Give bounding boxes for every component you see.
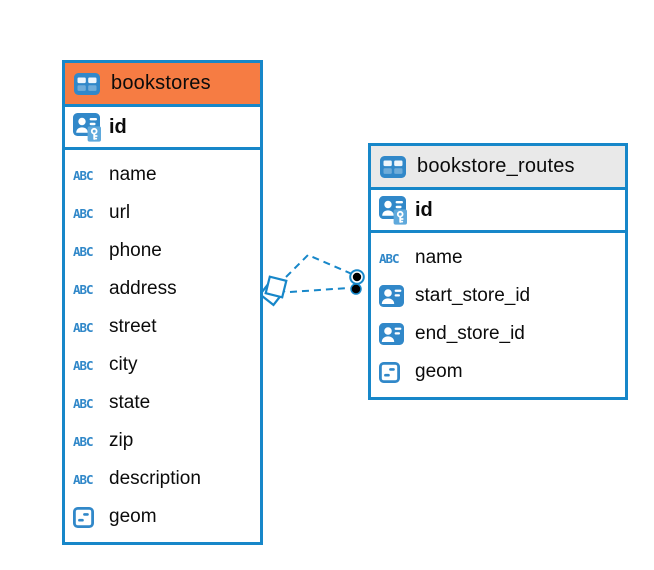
column-name: start_store_id <box>415 285 531 306</box>
text-type-icon: ABC <box>73 395 94 411</box>
column-name: street <box>109 316 157 337</box>
primary-key-icon <box>379 195 407 225</box>
table-title: bookstore_routes <box>417 155 575 177</box>
table-icon <box>380 155 408 178</box>
column-name: end_store_id <box>415 323 525 344</box>
table-bookstore-routes[interactable]: bookstore_routes id ABC na <box>368 143 628 400</box>
column-row-start_store_id[interactable]: start_store_id <box>379 277 617 315</box>
column-name: zip <box>109 430 134 451</box>
primary-key-row[interactable]: id <box>65 107 260 150</box>
column-name: city <box>109 354 138 375</box>
primary-key-row[interactable]: id <box>371 190 625 233</box>
relation-source-symbol <box>258 275 288 307</box>
text-type-icon: ABC <box>73 205 94 221</box>
text-type-icon: ABC <box>73 243 94 259</box>
column-name: url <box>109 202 131 223</box>
text-type-icon: ABC <box>73 167 94 183</box>
primary-key-icon <box>73 112 101 142</box>
column-list: ABC name start_store_id end_store_id geo… <box>371 233 625 391</box>
column-name: address <box>109 278 177 299</box>
relation-target-symbol <box>349 269 365 295</box>
column-row-description[interactable]: ABC description <box>73 460 252 498</box>
text-type-icon: ABC <box>73 319 94 335</box>
column-row-geom[interactable]: geom <box>378 353 617 391</box>
relation-line-lower <box>289 287 349 293</box>
geometry-type-icon <box>378 361 407 383</box>
table-bookstore-routes-header[interactable]: bookstore_routes <box>371 146 625 190</box>
column-row-zip[interactable]: ABC zip <box>73 422 252 460</box>
column-list: ABC name ABC url ABC phone ABC address A… <box>65 150 260 536</box>
column-row-name[interactable]: ABC name <box>73 156 252 194</box>
table-bookstores[interactable]: bookstores id ABC name A <box>62 60 263 545</box>
column-name: geom <box>415 361 463 382</box>
column-name: geom <box>109 506 157 527</box>
column-name: state <box>109 392 151 413</box>
column-name: description <box>109 468 201 489</box>
relation-line-upper <box>285 253 353 278</box>
column-row-address[interactable]: ABC address <box>73 270 252 308</box>
reference-column-icon <box>379 323 407 345</box>
column-row-phone[interactable]: ABC phone <box>73 232 252 270</box>
reference-column-icon <box>379 285 407 307</box>
text-type-icon: ABC <box>73 471 94 487</box>
text-type-icon: ABC <box>379 250 400 266</box>
primary-key-name: id <box>415 198 433 221</box>
primary-key-name: id <box>109 115 127 138</box>
column-row-street[interactable]: ABC street <box>73 308 252 346</box>
column-name: name <box>109 164 157 185</box>
table-bookstores-header[interactable]: bookstores <box>65 63 260 107</box>
column-row-name[interactable]: ABC name <box>379 239 617 277</box>
geometry-type-icon <box>72 506 101 528</box>
column-name: name <box>415 247 463 268</box>
column-row-end_store_id[interactable]: end_store_id <box>379 315 617 353</box>
column-row-state[interactable]: ABC state <box>73 384 252 422</box>
table-title: bookstores <box>111 72 211 94</box>
column-name: phone <box>109 240 162 261</box>
text-type-icon: ABC <box>73 281 94 297</box>
table-icon <box>74 72 102 95</box>
column-row-url[interactable]: ABC url <box>73 194 252 232</box>
column-row-geom[interactable]: geom <box>72 498 252 536</box>
text-type-icon: ABC <box>73 357 94 373</box>
column-row-city[interactable]: ABC city <box>73 346 252 384</box>
text-type-icon: ABC <box>73 433 94 449</box>
